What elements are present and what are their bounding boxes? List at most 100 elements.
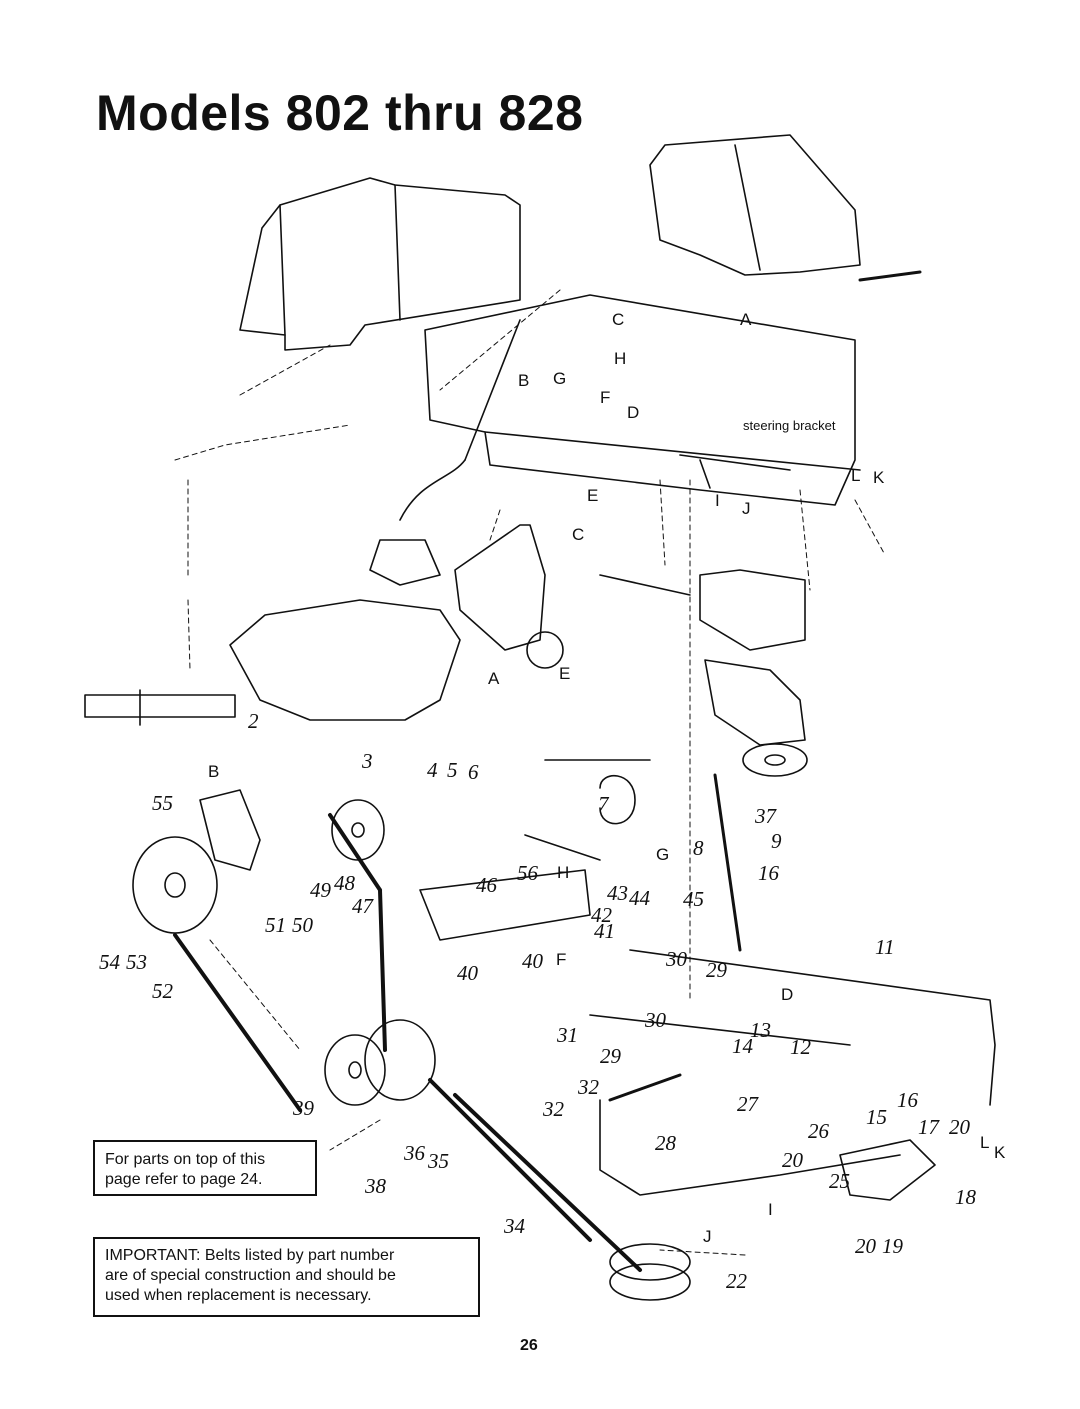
label-E-mid: E: [559, 664, 570, 683]
drive-belt: [173, 813, 642, 1272]
brake-bracket: [454, 524, 546, 651]
axle: [84, 694, 236, 718]
part-36: 36: [403, 1141, 426, 1165]
label-F-mid: F: [556, 950, 566, 969]
part-18: 18: [955, 1185, 977, 1209]
label-A-top: A: [740, 310, 752, 329]
part-19: 19: [882, 1234, 904, 1258]
label-K-top: K: [873, 468, 885, 487]
part-41: 41: [594, 919, 615, 943]
part-55: 55: [152, 791, 173, 815]
part-35: 35: [427, 1149, 449, 1173]
part-6: 6: [468, 760, 479, 784]
control-lever: [713, 773, 742, 952]
label-H-top: H: [614, 349, 626, 368]
part-27: 27: [737, 1092, 760, 1116]
part-49: 49: [310, 878, 332, 902]
part-46: 46: [476, 873, 498, 897]
part-7: 7: [598, 792, 610, 816]
part-47: 47: [352, 894, 375, 918]
part-16-mid: 16: [758, 861, 780, 885]
label-I-bottom: I: [768, 1200, 773, 1219]
label-F-top: F: [600, 388, 610, 407]
part-56: 56: [517, 861, 539, 885]
part-8: 8: [693, 836, 704, 860]
console-cover-right: [649, 134, 861, 276]
part-3: 3: [361, 749, 373, 773]
label-D-mid: D: [781, 985, 793, 1004]
part-29-bottom: 29: [600, 1044, 622, 1068]
lever-handle: [608, 1073, 682, 1102]
part-40-left: 40: [457, 961, 479, 985]
important-line-3: used when replacement is necessary.: [105, 1287, 372, 1304]
part-20-bottom: 20: [855, 1234, 877, 1258]
label-B-left: B: [208, 762, 219, 781]
label-A-mid: A: [488, 669, 500, 688]
label-C-top: C: [612, 310, 624, 329]
steering-bracket-label: steering bracket: [743, 418, 836, 433]
label-K-bottom: K: [994, 1143, 1006, 1162]
part-12: 12: [790, 1035, 812, 1059]
bottom-pulley: [609, 1243, 691, 1281]
important-belt-note: IMPORTANT: Belts listed by part number a…: [93, 1237, 480, 1317]
part-50: 50: [292, 913, 314, 937]
part-30-bottom: 30: [644, 1008, 667, 1032]
part-2: 2: [248, 709, 259, 733]
label-J-top: J: [742, 499, 751, 518]
label-G-mid: G: [656, 845, 669, 864]
top-note-line-2: page refer to page 24.: [105, 1171, 263, 1188]
part-17: 17: [918, 1115, 941, 1139]
part-20-left: 20: [782, 1148, 804, 1172]
label-L-bottom: L: [980, 1133, 989, 1152]
part-53: 53: [126, 950, 147, 974]
part-31: 31: [556, 1023, 578, 1047]
part-32-right: 32: [577, 1075, 600, 1099]
page-number: 26: [520, 1337, 538, 1354]
label-E-top: E: [587, 486, 598, 505]
part-32-left: 32: [542, 1097, 565, 1121]
top-note-line-1: For parts on top of this: [105, 1151, 266, 1168]
part-5: 5: [447, 758, 458, 782]
part-30-top: 30: [665, 947, 688, 971]
part-20-right: 20: [949, 1115, 971, 1139]
top-parts-note: For parts on top of this page refer to p…: [93, 1140, 317, 1196]
part-52: 52: [152, 979, 174, 1003]
part-4: 4: [427, 758, 438, 782]
part-25: 25: [829, 1169, 850, 1193]
label-H-mid: H: [557, 863, 569, 882]
label-I-top: I: [715, 491, 720, 510]
part-43: 43: [607, 881, 628, 905]
part-22: 22: [726, 1269, 748, 1293]
part-13: 13: [750, 1018, 771, 1042]
part-14: 14: [732, 1034, 754, 1058]
part-11: 11: [875, 935, 894, 959]
frame-plate: [424, 294, 856, 506]
important-line-2: are of special construction and should b…: [105, 1267, 396, 1284]
engine-pulley-left: [132, 836, 218, 934]
spring: [599, 574, 691, 596]
part-29-top: 29: [706, 958, 728, 982]
part-28: 28: [655, 1131, 677, 1155]
part-26: 26: [808, 1119, 830, 1143]
part-38: 38: [364, 1174, 387, 1198]
part-9: 9: [771, 829, 782, 853]
part-45: 45: [683, 887, 704, 911]
label-C-mid: C: [572, 525, 584, 544]
idler-pulley-right: [742, 743, 808, 777]
important-line-1: IMPORTANT: Belts listed by part number: [105, 1247, 395, 1264]
label-L-top: L: [851, 466, 860, 485]
mount-bracket: [419, 869, 591, 941]
page-title: Models 802 thru 828: [96, 85, 584, 141]
lower-pulley: [324, 1034, 386, 1106]
part-44: 44: [629, 886, 651, 910]
label-B-top: B: [518, 371, 529, 390]
part-16-bottom: 16: [897, 1088, 919, 1112]
part-54: 54: [99, 950, 121, 974]
label-D-top: D: [627, 403, 639, 422]
part-39: 39: [292, 1096, 315, 1120]
part-15: 15: [866, 1105, 887, 1129]
part-40-right: 40: [522, 949, 544, 973]
transmission: [229, 599, 461, 721]
shift-lever: [399, 459, 466, 521]
